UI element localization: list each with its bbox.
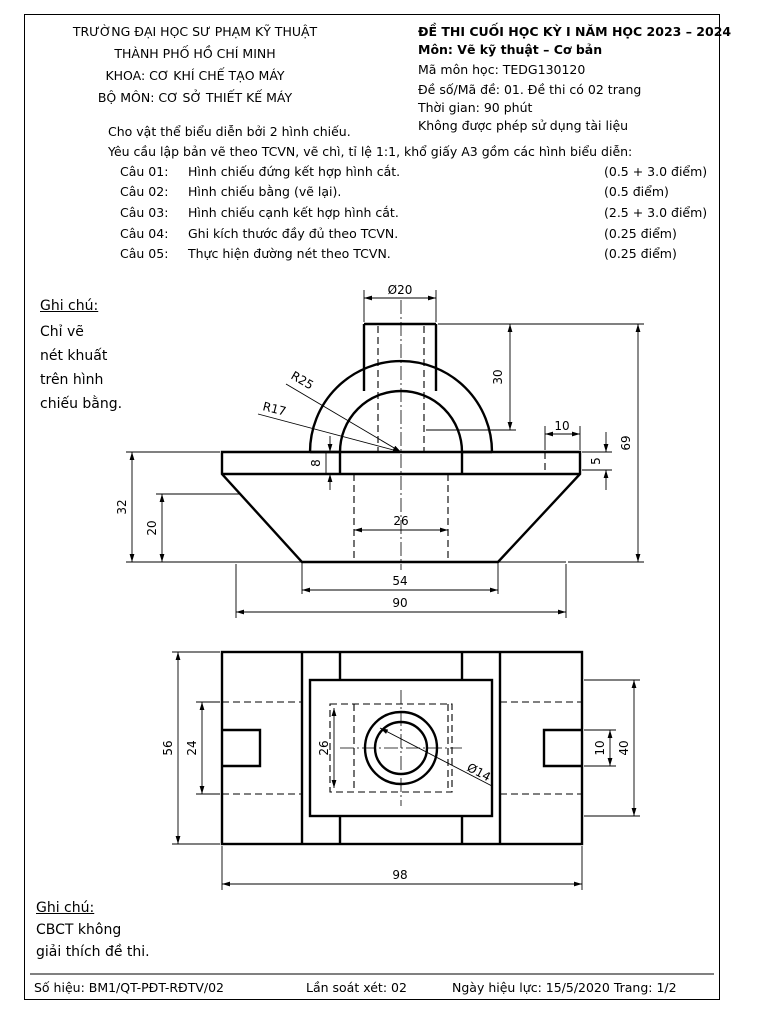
document-code: Số hiệu: BM1/QT-PĐT-RĐTV/02 [34,980,225,995]
note-line: trên hình [40,372,104,388]
revision-number: Lần soát xét: 02 [306,980,407,995]
dim-h10: 10 [593,740,607,755]
dim-d14: Ø14 [465,760,493,784]
question-label: Câu 03: [120,205,169,220]
question-text: Thực hiện đường nét theo TCVN. [188,246,391,261]
course-code: Mã môn học: TEDG130120 [418,62,586,77]
question-text: Hình chiếu bằng (vẽ lại). [188,184,342,199]
note-title: Ghi chú: [36,900,95,916]
dim-w98: 98 [392,868,407,882]
note-title: Ghi chú: [40,298,99,314]
exam-title: ĐỀ THI CUỐI HỌC KỲ I NĂM HỌC 2023 – 2024 [418,24,732,39]
question-text: Hình chiếu cạnh kết hợp hình cắt. [188,205,399,220]
effective-date-page: Ngày hiệu lực: 15/5/2020 Trang: 1/2 [452,980,677,995]
dim-h56: 56 [161,740,175,755]
exam-duration: Thời gian: 90 phút [418,100,533,115]
note-line: CBCT không [36,922,122,938]
question-points: (2.5 + 3.0 điểm) [604,205,708,220]
school-name-line1: TRƯỜNG ĐẠI HỌC SƯ PHẠM KỸ THUẬT [72,24,318,39]
question-points: (0.25 điểm) [604,246,677,261]
school-name-line2: THÀNH PHỐ HỒ CHÍ MINH [114,46,276,61]
dim-w54: 54 [392,574,407,588]
top-outline [220,650,584,846]
question-label: Câu 02: [120,184,169,199]
note-line: nét khuất [40,348,108,364]
note-line: Chỉ vẽ [40,324,84,340]
note-line: chiếu bằng. [40,396,123,412]
top-view: 56 24 26 Ø14 10 40 98 [161,650,640,890]
dim-h32: 32 [115,499,129,514]
dim-h30: 30 [491,369,505,384]
question-text: Ghi kích thước đầy đủ theo TCVN. [188,226,399,241]
exam-page [24,14,720,1000]
dim-d20: Ø20 [388,283,413,297]
materials-rule: Không được phép sử dụng tài liệu [418,118,629,133]
question-text: Hình chiếu đứng kết hợp hình cắt. [188,164,401,179]
subject: Môn: Vẽ kỹ thuật – Cơ bản [418,42,603,57]
dim-h5: 5 [589,457,603,465]
dim-w90: 90 [392,596,407,610]
question-label: Câu 05: [120,246,169,261]
dim-r25: R25 [289,368,316,392]
note-line: giải thích đề thi. [36,944,150,960]
question-points: (0.5 + 3.0 điểm) [604,164,708,179]
question-label: Câu 01: [120,164,169,179]
question-label: Câu 04: [120,226,169,241]
dim-h24: 24 [185,740,199,755]
dim-h69: 69 [619,435,633,450]
faculty-name: KHOA: CƠ KHÍ CHẾ TẠO MÁY [105,68,285,83]
dim-h40: 40 [617,740,631,755]
instruction-requirement: Yêu cầu lập bản vẽ theo TCVN, vẽ chì, tỉ… [108,144,633,159]
arch-footprint [308,678,494,818]
dim-w26: 26 [393,514,408,528]
department-name: BỘ MÔN: CƠ SỞ THIẾT KẾ MÁY [97,90,293,105]
dim-h8: 8 [309,459,323,467]
question-points: (0.5 điểm) [604,184,669,199]
dim-h20: 20 [145,520,159,535]
exam-code: Đề số/Mã đề: 01. Đề thi có 02 trang [418,82,642,97]
instruction-intro: Cho vật thể biểu diễn bởi 2 hình chiếu. [108,124,351,139]
front-view: Ø20 R25 R17 30 69 10 5 8 32 20 26 54 90 [115,283,644,618]
dim-w10: 10 [554,419,569,433]
dim-r17: R17 [261,399,287,418]
question-points: (0.25 điểm) [604,226,677,241]
dim-h26: 26 [317,740,331,755]
